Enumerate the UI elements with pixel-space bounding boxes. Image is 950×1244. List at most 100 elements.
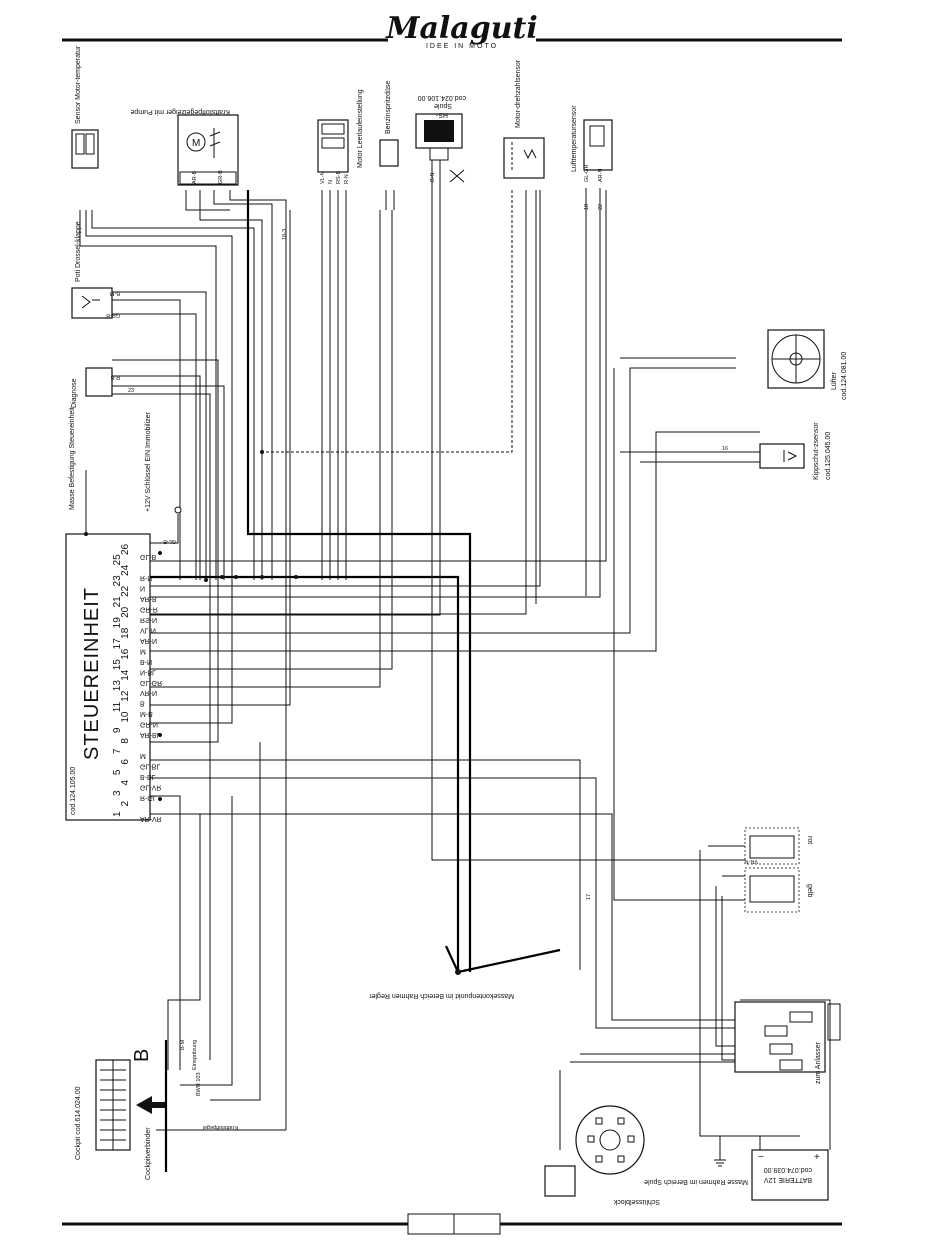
label-cockpitverbinder: Cockpitverbinder [145, 1127, 152, 1180]
ecu-pin-number: 2 [120, 801, 131, 807]
wire-tags: AR-B GR-B VL-N N RS-B R-N B-N GL-GR AR-N… [106, 165, 758, 900]
ecu-pin-wire-label: B-N [140, 658, 152, 665]
wire-tag: R-B [110, 374, 120, 380]
label-lufttemp: Lufttemperatursensor [571, 105, 578, 172]
wire-tag: N [328, 180, 334, 184]
ecu-pin-wire-label: RS-N [140, 616, 157, 623]
label-bm: B-M [180, 1040, 186, 1051]
ecu-pin-number: 19 [112, 617, 123, 629]
batterie: − + BATTERIE 12V cod.074.039.00 Masse Ra… [644, 1135, 829, 1201]
ecu-pin-number: 24 [120, 564, 131, 576]
sensor-motortemp: Sensor Motor-temperatur [71, 45, 99, 169]
ecu-pin-number: 1 [112, 811, 123, 817]
label-kippschutz: Kippschut-zsensor [813, 422, 820, 480]
battery-minus: − [758, 1152, 764, 1163]
ecu-pin-wire-label: GR-N [140, 721, 158, 728]
label-zum-anlasser: zum Anlasser [815, 1041, 822, 1084]
wire-tag: RS-B [336, 171, 342, 184]
ecu-pin-number: 15 [112, 659, 123, 671]
ecu-pin-wire-label: AR-N [140, 637, 157, 644]
ecu-pin-number: 3 [112, 790, 123, 796]
wire-tag: 23 [128, 388, 134, 394]
label-b: B [131, 1048, 153, 1062]
wire-tag: 16 [722, 446, 728, 452]
wire-tag: GL-B [163, 538, 176, 544]
leerlauf-motor: Motor Leerlaufeinstellung [317, 89, 364, 173]
label-batterie-code: cod.074.039.00 [764, 1166, 812, 1173]
wire-tag: 22 [598, 204, 604, 210]
ecu-pin-wire-label: VR-N [140, 689, 157, 696]
luefter: Lüfter cod.124.081.00 [767, 329, 848, 400]
ecu-pin-wire-label: B [140, 700, 145, 707]
ecu-pin-number: 6 [120, 759, 131, 765]
wire-tag: 18-3 [282, 229, 288, 240]
label-leerlauf: Motor Leerlaufeinstellung [357, 89, 364, 168]
ecu-pin-number: 18 [120, 627, 131, 639]
ecu-pin-number: 16 [120, 648, 131, 660]
wire-tag: VL-N [320, 171, 326, 184]
label-kippschutz-code: cod.125.045.00 [825, 432, 832, 480]
ecu-pin-wire-label: B-BL [140, 773, 156, 780]
brand-tagline: IDEE IN MOTO [426, 43, 498, 50]
masse-befestigung: Masse Befestigung Steuereinheit [69, 407, 87, 534]
ecu-pin-list: 1AR-VR23R-GL4GL-VR5B-BL6GL-BL7M89AR-BL10… [112, 543, 162, 822]
ecu-pin-number: 9 [112, 727, 123, 733]
wire-tag: GR-B [218, 170, 224, 184]
label-einspritzung: Einspritzung [192, 1040, 198, 1070]
label-batterie: BATTERIE 12V [764, 1176, 812, 1183]
label-poti: Poti Drossel-klappe [75, 221, 82, 282]
label-masse-punkt: Massekontenpunkt im Bereich Rahmen Regle… [369, 992, 514, 999]
ecu-title: STEUEREINHEIT [81, 587, 103, 760]
ecu-pin-number: 17 [112, 638, 123, 650]
ecu-pin-wire-label: M [140, 752, 146, 759]
kippschutzsensor: Kippschut-zsensor cod.125.045.00 [759, 422, 832, 480]
label-luefter: Lüfter [831, 371, 838, 390]
ecu-pin-number: 23 [112, 575, 123, 587]
label-spule: Spule [434, 102, 452, 109]
ecu-pin-wire-label: AR-VR [140, 815, 162, 822]
battery-plus: + [814, 1152, 820, 1163]
label-immobilizer: +12V Schlüssel EIN Immobilizer [145, 412, 152, 512]
cockpit-connector: Cockpit cod.614.024.00 Cockpitverbinder … [75, 1040, 238, 1181]
ecu-pin-number: 7 [112, 748, 123, 754]
motordrehzahlsensor: Motor-drehzahlsensor [503, 59, 545, 179]
brand-logo: Malaguti [385, 11, 538, 46]
immobilizer: +12V Schlüssel EIN Immobilizer [145, 412, 182, 514]
wire-tag: AR-B [192, 171, 198, 184]
ecu-pin-wire-label: GL-GR [140, 679, 162, 686]
kraftstoff-pump: M Kraftstoffpegelzeiger mit Pumpe [130, 108, 239, 186]
fuse-block: zum Anlasser [734, 1001, 841, 1084]
ecu-pin-number: 25 [112, 554, 123, 566]
wire-tag: R-N [344, 174, 350, 184]
label-motordrehzahl: Motor-drehzahlsensor [515, 59, 522, 128]
ecu-pin-number: 22 [120, 585, 131, 597]
ecu-pin-number: 8 [120, 738, 131, 744]
relay-rot: rot [744, 827, 813, 865]
wire-tag: B-N [430, 173, 436, 183]
label-cockpit-code: Cockpit cod.614.024.00 [75, 1086, 82, 1160]
footer [62, 1213, 842, 1235]
ecu-pin-wire-label: R-GL [140, 794, 157, 801]
label-masse-rahmen: Masse Rahmen im Bereich Spule [644, 1178, 748, 1185]
ecu-box: STEUEREINHEIT cod.124.105.00 1AR-VR23R-G… [65, 533, 162, 822]
diagnose-connector: Diagnose [71, 367, 113, 408]
ecu-pin-wire-label: M-B [140, 710, 153, 717]
relay-gelb: gelb [744, 867, 813, 913]
label-gelb: gelb [806, 884, 813, 897]
label-schluessel: Schlüsselblock [613, 1198, 660, 1205]
pump-motor-symbol: M [192, 138, 200, 149]
label-luefter-code: cod.124.081.00 [841, 352, 848, 400]
wire-tag: AR-N [598, 169, 604, 182]
ecu-pin-wire-label: GL-BL [140, 763, 160, 770]
ecu-pin-wire-label: N-BL [140, 668, 156, 675]
ecu-pin-number: 14 [120, 669, 131, 681]
label-diagnose: Diagnose [71, 378, 78, 408]
label-masse-befestigung: Masse Befestigung Steuereinheit [69, 407, 76, 510]
label-sensor-motortemp: Sensor Motor-temperatur [75, 45, 82, 124]
label-benzinspritz: Benzinspritzdüse [385, 81, 392, 134]
schluesselblock: Schlüsselblock [544, 1105, 660, 1205]
ecu-pin-number: 10 [120, 711, 131, 723]
ecu-pin-wire-label: AR-B [140, 595, 157, 602]
ecu-pin-number: 4 [120, 780, 131, 786]
header: Malaguti IDEE IN MOTO [62, 11, 842, 50]
